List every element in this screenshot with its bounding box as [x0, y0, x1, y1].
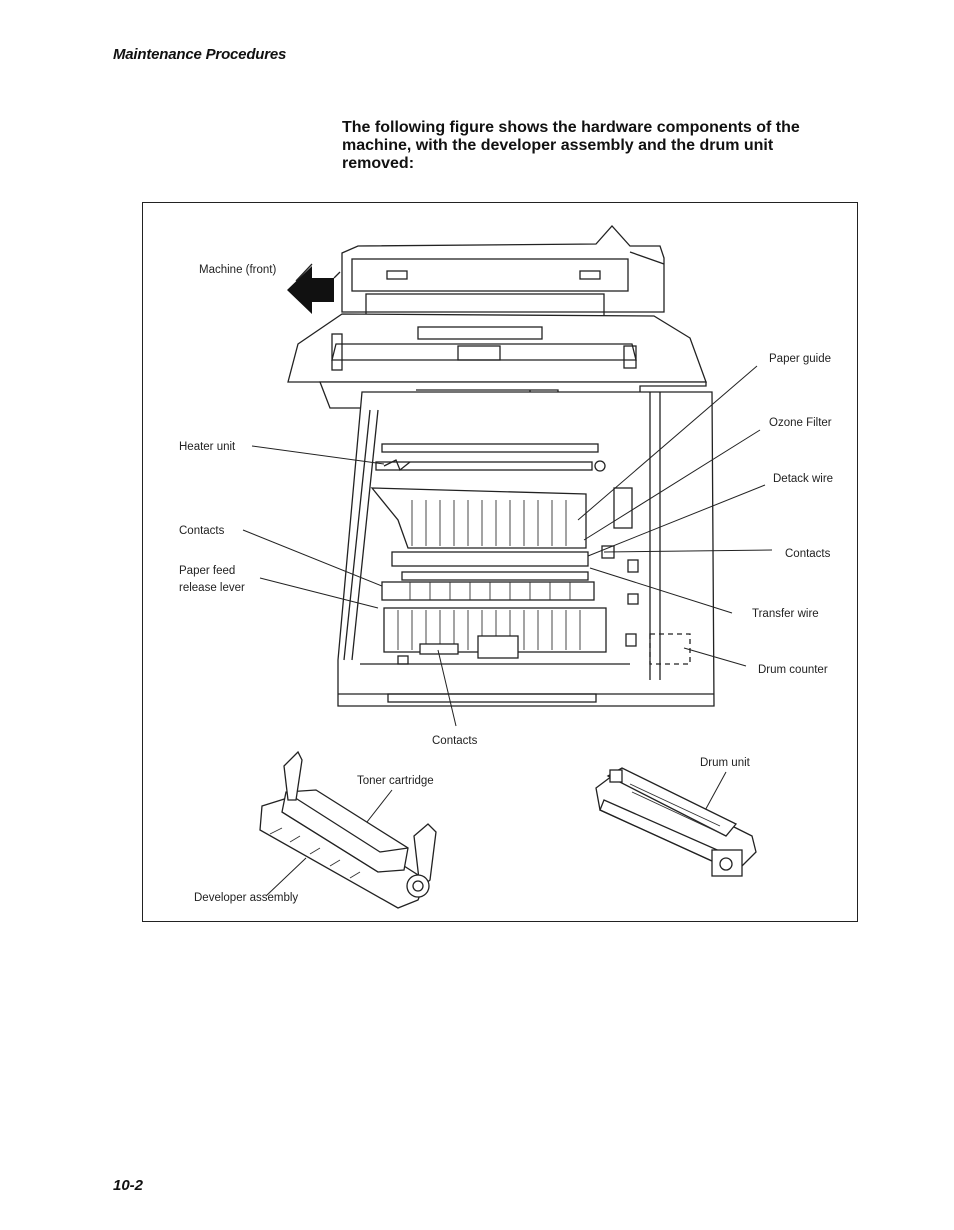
drum-unit-illustration: [595, 767, 757, 877]
developer-assembly-illustration: [259, 750, 437, 909]
intro-paragraph: The following figure shows the hardware …: [342, 119, 800, 172]
label-drum-counter: Drum counter: [758, 664, 828, 676]
label-ozone-filter: Ozone Filter: [769, 417, 832, 429]
machine-illustration: [287, 225, 715, 707]
figure-frame: [142, 202, 858, 922]
label-paper-feed-line2: release lever: [179, 582, 245, 594]
label-detack-wire: Detack wire: [773, 473, 833, 485]
label-contacts-left: Contacts: [179, 525, 225, 537]
label-heater-unit: Heater unit: [179, 441, 236, 453]
label-machine-front: Machine (front): [199, 264, 277, 276]
label-transfer-wire: Transfer wire: [752, 608, 819, 620]
label-drum-unit: Drum unit: [700, 757, 751, 769]
label-contacts-bottom: Contacts: [432, 735, 478, 747]
page-number: 10-2: [113, 1177, 144, 1194]
running-header: Maintenance Procedures: [113, 46, 287, 63]
label-developer-assembly: Developer assembly: [194, 892, 298, 904]
label-paper-feed-line1: Paper feed: [179, 565, 235, 577]
front-arrow-icon: [287, 263, 341, 314]
label-toner-cartridge: Toner cartridge: [357, 775, 434, 787]
label-contacts-right: Contacts: [785, 548, 831, 560]
label-paper-guide: Paper guide: [769, 353, 831, 365]
